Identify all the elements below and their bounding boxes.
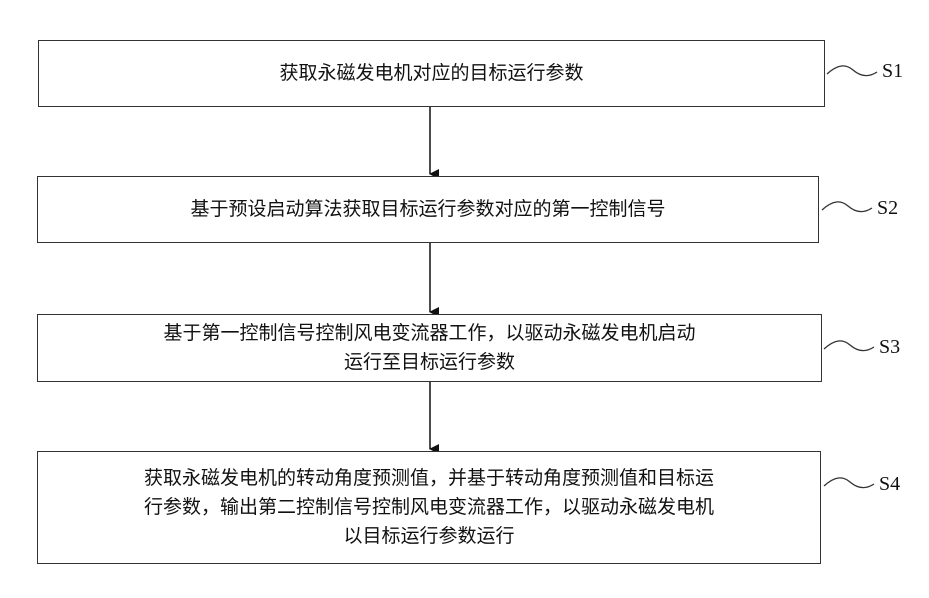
step-line: 基于预设启动算法获取目标运行参数对应的第一控制信号: [190, 195, 665, 224]
step-line: 以目标运行参数运行: [144, 522, 714, 551]
step-label-s3: S3: [879, 336, 900, 359]
leader-s4: [824, 478, 874, 488]
step-text-s4: 获取永磁发电机的转动角度预测值，并基于转动角度预测值和目标运 行参数，输出第二控…: [144, 464, 714, 551]
step-label-s1: S1: [882, 60, 903, 83]
leader-s2: [822, 202, 872, 212]
step-line: 运行至目标运行参数: [163, 348, 695, 377]
step-label-s4: S4: [879, 473, 900, 496]
leader-s1: [827, 66, 877, 76]
step-label-s2: S2: [877, 197, 898, 220]
step-line: 获取永磁发电机的转动角度预测值，并基于转动角度预测值和目标运: [144, 464, 714, 493]
leader-s3: [824, 341, 874, 351]
step-box-s4: 获取永磁发电机的转动角度预测值，并基于转动角度预测值和目标运 行参数，输出第二控…: [37, 451, 821, 564]
step-text-s2: 基于预设启动算法获取目标运行参数对应的第一控制信号: [190, 195, 665, 224]
step-text-s3: 基于第一控制信号控制风电变流器工作，以驱动永磁发电机启动 运行至目标运行参数: [163, 319, 695, 377]
step-line: 获取永磁发电机对应的目标运行参数: [279, 59, 583, 88]
step-line: 基于第一控制信号控制风电变流器工作，以驱动永磁发电机启动: [163, 319, 695, 348]
step-box-s1: 获取永磁发电机对应的目标运行参数: [38, 40, 825, 107]
step-box-s3: 基于第一控制信号控制风电变流器工作，以驱动永磁发电机启动 运行至目标运行参数: [37, 314, 822, 382]
step-line: 行参数，输出第二控制信号控制风电变流器工作，以驱动永磁发电机: [144, 493, 714, 522]
step-text-s1: 获取永磁发电机对应的目标运行参数: [279, 59, 583, 88]
step-box-s2: 基于预设启动算法获取目标运行参数对应的第一控制信号: [37, 176, 819, 243]
